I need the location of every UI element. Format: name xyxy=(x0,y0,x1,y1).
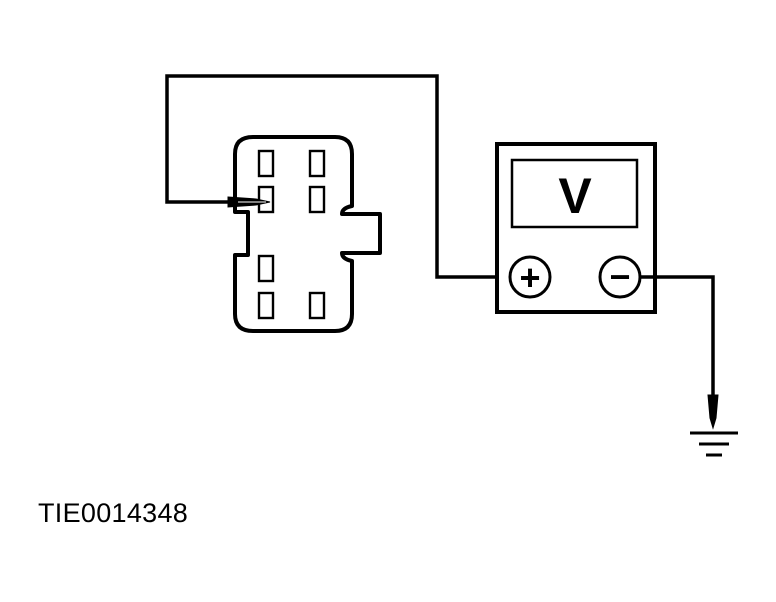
figure-id: TIE0014348 xyxy=(38,498,189,528)
voltmeter-symbol: V xyxy=(558,168,592,224)
connector-pin xyxy=(257,149,275,178)
connector-pin xyxy=(257,254,275,283)
positive-terminal-symbol: + xyxy=(519,257,540,298)
connector-pin xyxy=(308,291,326,320)
ground-icon xyxy=(690,431,738,457)
connector-pin xyxy=(257,291,275,320)
voltmeter-icon: V + − xyxy=(495,142,657,314)
connector-pin xyxy=(308,185,326,214)
connector-body xyxy=(233,135,382,333)
voltmeter-display xyxy=(510,158,639,229)
positive-lead-wire xyxy=(165,74,510,279)
ground-probe xyxy=(707,394,719,430)
negative-terminal-symbol: − xyxy=(609,256,630,297)
connector-icon xyxy=(233,135,382,333)
connector-pin xyxy=(308,149,326,178)
negative-lead-wire xyxy=(640,275,715,398)
probe-icon xyxy=(227,196,271,208)
positive-terminal xyxy=(508,255,552,299)
